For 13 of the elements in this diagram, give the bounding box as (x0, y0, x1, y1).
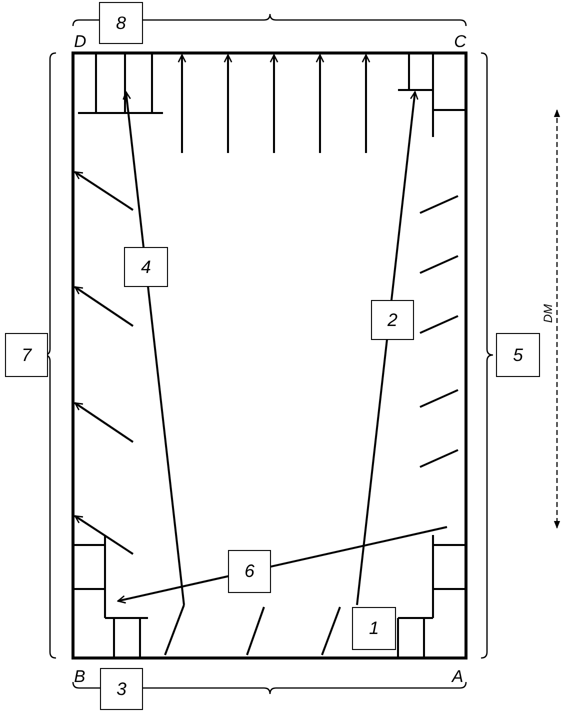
corner-label: C (454, 33, 466, 50)
corner-label: A (452, 668, 464, 685)
number-box: 6 (228, 550, 271, 593)
number-box: 8 (99, 2, 143, 44)
corner-label: D (74, 33, 86, 50)
number-box: 3 (100, 668, 143, 710)
number-box: 5 (496, 333, 540, 377)
number-box: 4 (124, 247, 168, 287)
number-box: 7 (5, 333, 48, 377)
number-box: 2 (371, 300, 414, 340)
number-box: 1 (352, 607, 396, 650)
axis-label: DM (540, 304, 556, 323)
corner-label: B (74, 668, 86, 685)
